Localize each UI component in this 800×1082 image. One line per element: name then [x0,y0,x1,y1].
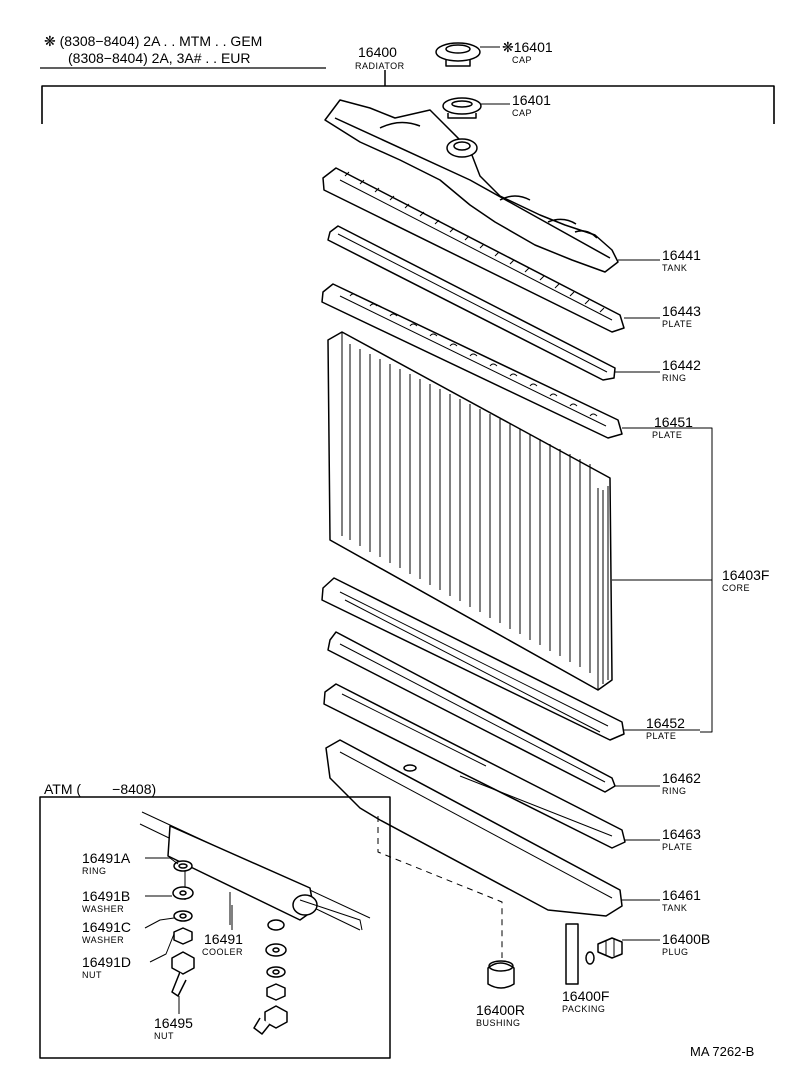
nut-icon [266,983,286,1001]
part-number-16452: 16452 [646,715,685,731]
upper-plate [322,167,660,333]
part-number-16400F: 16400F [562,988,610,1004]
nut-icon [253,1005,288,1035]
ring-icon [173,860,193,872]
part-name-16491C: WASHER [82,935,125,945]
cap-icon [435,42,500,67]
plug-icon [565,923,660,985]
part-name-16443: PLATE [662,319,693,329]
part-number-16442: 16442 [662,357,701,373]
washer-icon [173,910,193,922]
part-name-16400: RADIATOR [355,61,405,71]
part-number-16441: 16441 [662,247,701,263]
upper-ring [327,225,660,381]
part-number-16451: 16451 [654,414,693,430]
part-name-16491B: WASHER [82,904,125,914]
part-name-16451: PLATE [652,430,683,440]
part-name-16401: CAP [512,108,533,118]
washer-icon [266,966,286,978]
part-name-16462: RING [662,786,687,796]
part-name-16491: COOLER [202,947,244,957]
oil-cooler [139,811,371,931]
header-line-2: (8308−8404) 2A, 3A# . . EUR [68,50,251,66]
washer-icon [172,886,194,900]
part-number-16401-asterisk: ❋16401 [502,39,553,55]
part-number-16495: 16495 [154,1015,193,1031]
part-number-16491: 16491 [204,931,243,947]
part-number-16400R: 16400R [476,1002,526,1018]
part-name-16400R: BUSHING [476,1018,521,1028]
part-number-16491A: 16491A [82,850,131,866]
part-number-16463: 16463 [662,826,701,842]
part-number-16491D: 16491D [82,954,132,970]
part-name-16441: TANK [662,263,688,273]
upper-tank [324,99,660,273]
diagram-reference-code: MA 7262-B [690,1044,755,1059]
part-name-16442: RING [662,373,687,383]
part-number-16400B: 16400B [662,931,711,947]
part-name-16403F: CORE [722,583,751,593]
part-name-16400B: PLUG [662,947,689,957]
part-name-16452: PLATE [646,731,677,741]
part-number-16462: 16462 [662,770,701,786]
core-upper-plate [321,283,712,439]
part-number-16491C: 16491C [82,919,132,935]
part-name-16461: TANK [662,903,688,913]
nut-icon [171,951,195,997]
part-number-16491B: 16491B [82,888,131,904]
header-line-1: ❋ (8308−8404) 2A . . MTM . . GEM [44,33,263,49]
nut-icon [173,927,193,945]
part-name-16463: PLATE [662,842,693,852]
part-number-16461: 16461 [662,887,701,903]
bushing-icon [487,960,515,989]
atm-box-title: ATM ( −8408) [44,781,157,797]
part-number-16403F: 16403F [722,567,770,583]
radiator-core [327,331,712,691]
part-number-16401: 16401 [512,92,551,108]
cap-icon [442,97,510,119]
lower-ring [327,631,660,793]
part-name-16491D: NUT [82,970,102,980]
washer-icon [265,943,287,957]
part-number-16400: 16400 [358,44,397,60]
part-name-16495: NUT [154,1031,174,1041]
part-number-16443: 16443 [662,303,701,319]
core-lower-plate [321,577,700,741]
part-name-16401-asterisk: CAP [512,55,533,65]
ring-icon [267,919,285,931]
part-name-16400F: PACKING [562,1004,606,1014]
lower-plate [323,683,660,849]
part-name-16491A: RING [82,866,107,876]
lower-tank [325,739,660,917]
atm-box-border [39,796,391,1059]
